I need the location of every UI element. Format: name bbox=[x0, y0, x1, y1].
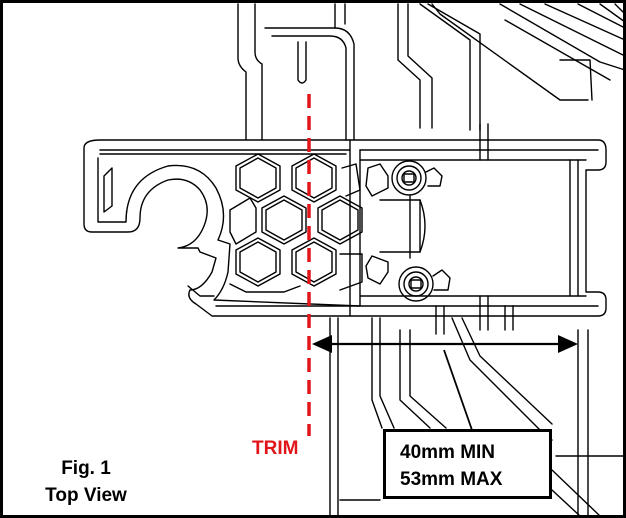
background-housing bbox=[237, 3, 626, 517]
dimension-spec-box: 40mm MIN 53mm MAX bbox=[383, 429, 552, 499]
honeycomb-pattern bbox=[229, 153, 363, 293]
figure-caption: Fig. 1 Top View bbox=[28, 455, 144, 509]
trim-label: TRIM bbox=[252, 438, 299, 459]
dimension-arrow bbox=[312, 335, 578, 353]
bracket-body bbox=[83, 123, 607, 335]
spec-max: 53mm MAX bbox=[400, 469, 503, 490]
figure-number: Fig. 1 bbox=[61, 458, 111, 479]
figure-view: Top View bbox=[45, 485, 127, 506]
mounting-bolt-lower bbox=[398, 266, 451, 302]
spec-min: 40mm MIN bbox=[400, 442, 496, 463]
mounting-bolt-upper bbox=[391, 160, 443, 196]
leader-line bbox=[443, 349, 473, 431]
